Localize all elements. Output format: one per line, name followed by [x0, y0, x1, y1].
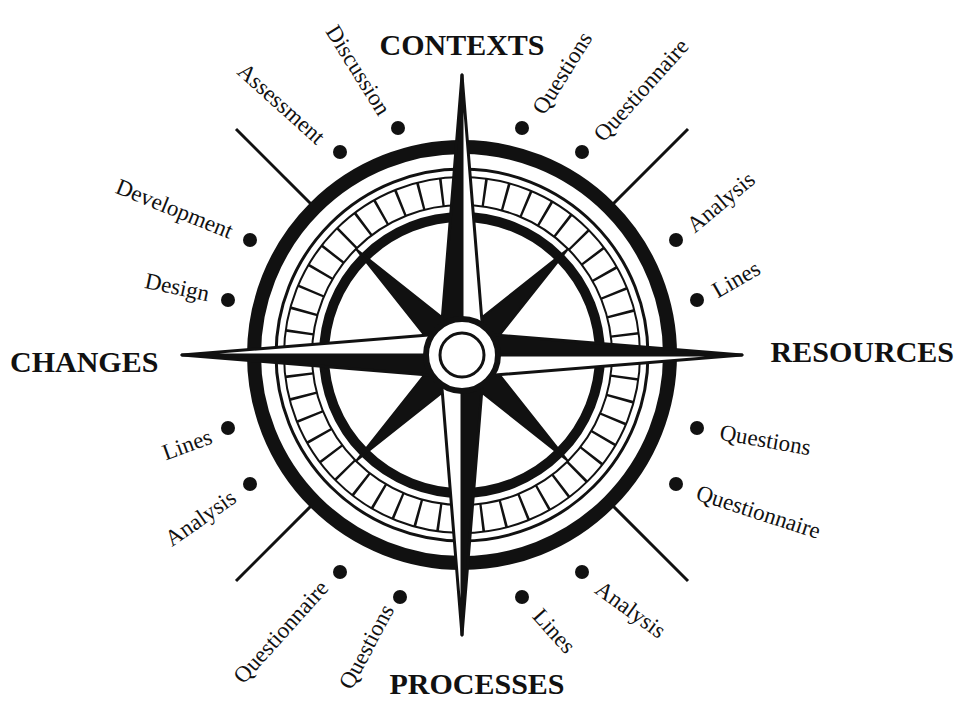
- spoke-label: Lines: [159, 425, 215, 464]
- direction-label: RESOURCES: [771, 337, 954, 367]
- spoke-label: Questionnaire: [229, 576, 332, 687]
- spoke-label: Lines: [708, 256, 764, 301]
- spoke-label: Assessment: [234, 59, 330, 149]
- spoke-label: Analysis: [683, 167, 759, 236]
- direction-label: PROCESSES: [389, 669, 564, 699]
- spoke-label: Questionnaire: [589, 34, 692, 145]
- spoke-label: Development: [113, 175, 236, 243]
- spoke-label: Questions: [718, 421, 813, 460]
- spoke-label: Analysis: [160, 486, 239, 551]
- direction-label: CHANGES: [10, 347, 158, 377]
- spoke-label: Questions: [335, 601, 398, 693]
- spoke-label: Analysis: [591, 577, 670, 643]
- direction-label: CONTEXTS: [379, 30, 544, 60]
- spoke-label: Lines: [528, 604, 579, 657]
- spoke-label: Questionnaire: [693, 481, 823, 543]
- spoke-label: Design: [143, 269, 212, 305]
